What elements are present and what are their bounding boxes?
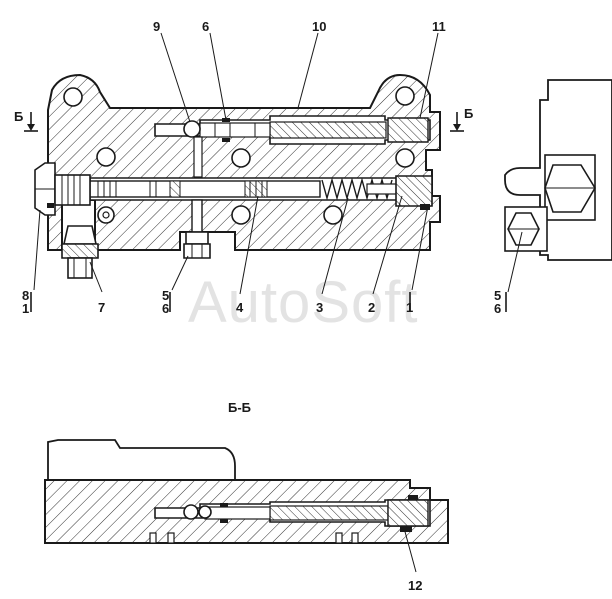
callout-1: 1 [406,300,413,315]
mounting-hole [395,148,415,168]
callout-11: 11 [432,19,446,34]
callout-8: 8 [22,288,29,303]
mounting-hole [231,205,251,225]
callout-1: 1 [22,301,29,316]
callout-4: 4 [236,300,244,315]
mounting-hole [323,205,343,225]
section-marker-right: Б [450,106,473,132]
section-view [44,439,449,573]
callout-3: 3 [316,300,323,315]
watermark: AutoSoft [188,270,418,335]
side-view [504,79,612,312]
mounting-hole [231,148,251,168]
fitting-7 [61,225,99,279]
main-view: Б Б [14,32,473,312]
callout-7: 7 [98,300,105,315]
callout-6: 6 [162,301,169,316]
mounting-hole [63,87,83,107]
mounting-hole [395,86,415,106]
callout-12: 12 [408,578,422,593]
callout-2: 2 [368,300,375,315]
callout-6: 6 [494,301,501,316]
svg-text:Б: Б [464,106,473,121]
section-marker-left: Б [14,109,38,132]
callout-9: 9 [153,19,160,34]
callout-5: 5 [494,288,501,303]
callout-10: 10 [312,19,326,34]
callout-6: 6 [202,19,209,34]
fitting-5-6 [183,199,211,259]
svg-text:Б: Б [14,109,23,124]
callout-5: 5 [162,288,169,303]
mounting-hole [96,147,116,167]
section-title: Б-Б [228,400,251,415]
